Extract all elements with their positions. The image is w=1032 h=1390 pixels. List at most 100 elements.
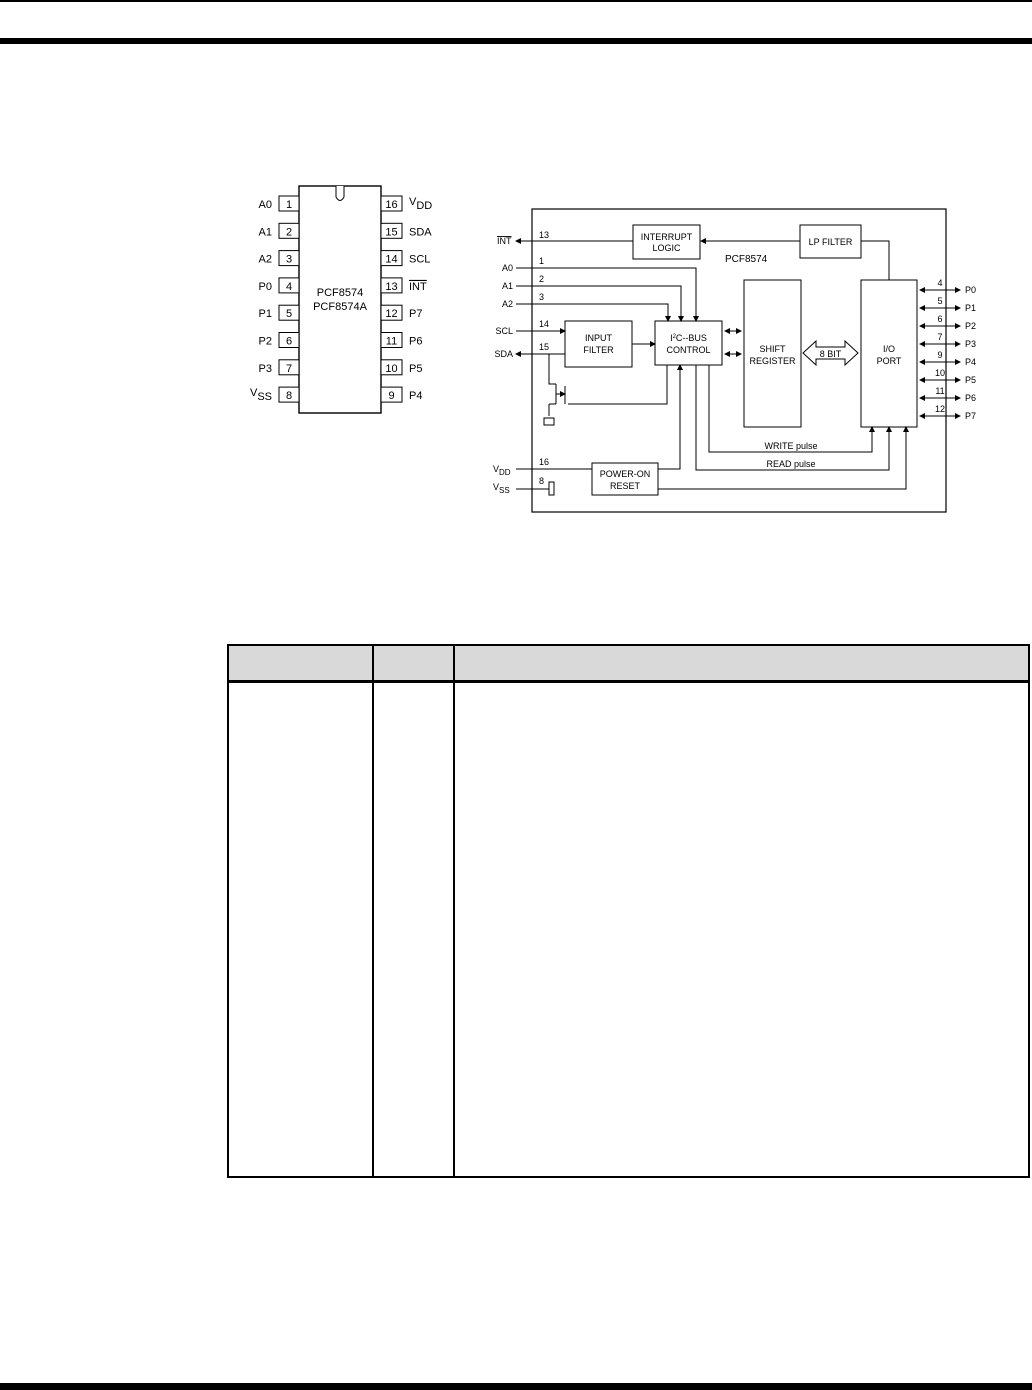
pin-box [380, 195, 403, 212]
signal-label-scl: SCL [495, 326, 513, 336]
pin-number: 10 [385, 363, 397, 375]
vss-terminal [548, 481, 555, 496]
table-header-divider [229, 682, 1028, 683]
pin-box [380, 359, 403, 376]
lp-filter-label: LP FILTER [809, 237, 853, 247]
io-port-label-2: PORT [877, 356, 902, 366]
lp-filter-block [799, 224, 862, 259]
pin-label: INT [409, 281, 427, 293]
right-pin-16: 16 VDD [380, 195, 432, 212]
pin-label: P6 [409, 336, 422, 348]
pin-label: P4 [409, 390, 422, 402]
right-pin-10: 10 P5 [380, 359, 422, 376]
i2c-bus-label-1: I2C--BUS [670, 333, 707, 343]
left-pin-3: 3 A2 [259, 250, 300, 267]
pin-box [278, 359, 300, 376]
port-line-p2: P26 [919, 314, 976, 331]
signal-label-sda: SDA [494, 349, 513, 359]
port-label: P5 [965, 375, 976, 385]
left-pin-6: 6P2 [259, 332, 300, 348]
left-pin-5: 5P1 [259, 304, 300, 321]
pin-number: 15 [385, 226, 397, 238]
int-pin-num: 13 [539, 230, 549, 240]
signal-label-a2: A2 [502, 299, 513, 309]
port-pin-num: 5 [937, 296, 942, 306]
pin-label: VDD [409, 196, 432, 212]
input-filter-label-1: INPUT [585, 333, 613, 343]
port-pin-num: 11 [935, 386, 944, 396]
ic-package [298, 185, 382, 414]
port-pin-num: 7 [937, 332, 942, 342]
power-on-reset-label-2: RESET [610, 481, 641, 491]
pin-box [380, 250, 403, 267]
interrupt-logic-label-1: INTERRUPT [641, 232, 693, 242]
port-line-p4: P49 [919, 350, 976, 367]
pin-number: 16 [385, 199, 397, 211]
port-label: P0 [965, 285, 976, 295]
vdd-label: VDD [493, 464, 511, 477]
pin-box [380, 277, 403, 294]
pin-description-table [227, 644, 1030, 1178]
input-filter-block [564, 320, 633, 368]
table-column-divider-1 [372, 646, 374, 1176]
figure-area: PCF8574 PCF8574A 1A02A13A24P05P16P27P38V… [250, 185, 976, 513]
left-pin-1: 1A0 [259, 195, 300, 212]
pin-label: P1 [259, 308, 272, 320]
read-pulse-line [695, 365, 892, 471]
chip-name-2: PCF8574A [313, 301, 367, 313]
left-pin-7: 7P3 [259, 359, 300, 376]
port-label: P6 [965, 393, 976, 403]
i2c-bus-label-2: CONTROL [666, 345, 710, 355]
vss-label: VSS [493, 482, 510, 495]
a2-line [516, 303, 671, 322]
signal-pin-num: 15 [539, 342, 549, 352]
pin-number: 6 [286, 336, 292, 348]
pin-box [278, 222, 300, 239]
signal-pin-num: 3 [539, 292, 544, 302]
pin-number: 8 [286, 390, 292, 402]
pin-number: 4 [286, 281, 292, 293]
port-pin-num: 12 [935, 404, 945, 414]
signal-label-a1: A1 [502, 281, 513, 291]
left-pin-4: 4P0 [259, 277, 300, 294]
int-pin-label: INT [497, 236, 512, 246]
vss-num: 8 [539, 476, 544, 486]
right-pin-9: 9 P4 [380, 386, 422, 403]
pin-box [380, 222, 403, 239]
bus-width-label: 8 BIT [820, 349, 842, 359]
write-pulse-label: WRITE pulse [764, 441, 817, 451]
pin-label: P7 [409, 308, 422, 320]
pin-label: P5 [409, 363, 422, 375]
pin-label: A2 [259, 254, 272, 266]
pin-label: VSS [250, 387, 272, 403]
chip-name-1: PCF8574 [317, 287, 363, 299]
pin-number: 9 [388, 390, 394, 402]
signal-label-a0: A0 [502, 263, 513, 273]
eight-bit-bus-arrow [802, 339, 859, 367]
pin-box [278, 386, 300, 403]
read-pulse-label: READ pulse [766, 459, 815, 469]
interrupt-logic-label-2: LOGIC [652, 243, 681, 253]
i2c-to-transistor-line [568, 365, 668, 405]
pin-label: A0 [259, 199, 272, 211]
pin-number: 3 [286, 254, 292, 266]
port-label: P2 [965, 321, 976, 331]
pin-number: 12 [385, 308, 397, 320]
top-rule-thin [0, 0, 1032, 2]
pin-box [278, 277, 300, 294]
sda-transistor-wire [548, 354, 556, 385]
a1-line [516, 285, 684, 322]
pin-number: 13 [385, 281, 397, 293]
pin-box [380, 304, 403, 321]
pin-number: 14 [385, 254, 397, 266]
signal-pin-num: 2 [539, 274, 544, 284]
left-pin-2: 2A1 [259, 222, 300, 239]
pin-box [278, 332, 300, 348]
shift-register-label-1: SHIFT [760, 344, 787, 354]
lp-to-io-line [861, 240, 890, 280]
pin-label: A1 [259, 226, 272, 238]
